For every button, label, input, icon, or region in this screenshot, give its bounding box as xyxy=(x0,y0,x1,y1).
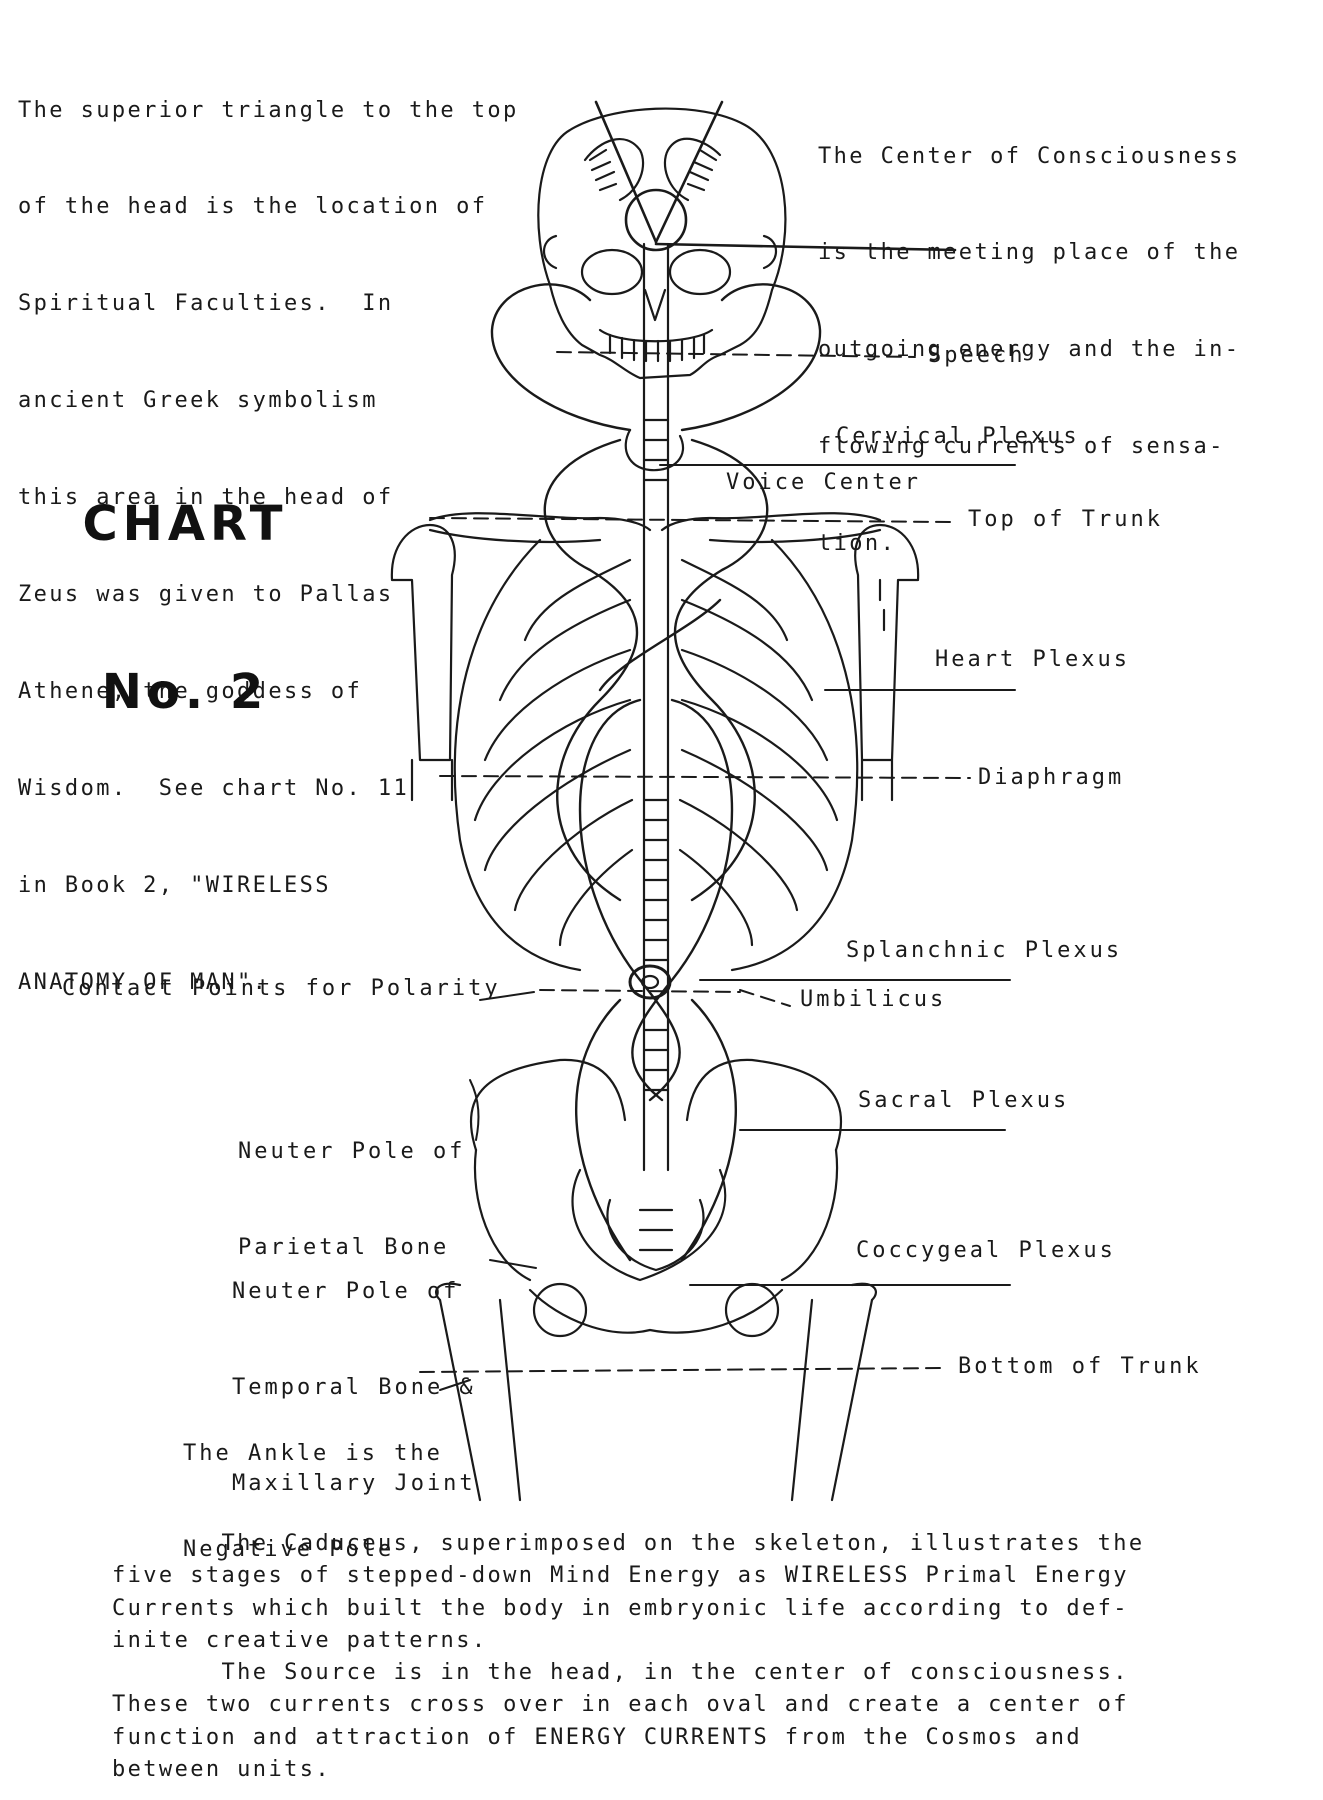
intro-note-line: Zeus was given to Pallas xyxy=(18,582,394,608)
label-diaphragm: Diaphragm xyxy=(978,765,1125,790)
caption-line: five stages of stepped-down Mind Energy … xyxy=(112,1563,1129,1589)
label-ankle-line: Negative Pole xyxy=(183,1537,395,1562)
intro-note-line: The superior triangle to the top xyxy=(18,97,519,123)
caption-line: inite creative patterns. xyxy=(112,1627,488,1653)
intro-note-line: this area in the head of xyxy=(18,485,394,511)
caption-line: between units. xyxy=(112,1757,332,1783)
caption-line: Currents which built the body in embryon… xyxy=(112,1595,1129,1621)
neck-vertebra xyxy=(624,428,685,472)
consciousness-note-line: flowing currents of sensa- xyxy=(818,434,1225,460)
intro-note: The superior triangle to the top of the … xyxy=(18,30,519,1064)
caption-line: function and attraction of ENERGY CURREN… xyxy=(112,1724,1082,1750)
label-coccygeal-plexus: Coccygeal Plexus xyxy=(856,1238,1116,1263)
label-neuter-parietal-line: Parietal Bone xyxy=(238,1235,450,1260)
umbilicus-marker xyxy=(628,964,672,1000)
label-contact-points: Contact Points for Polarity xyxy=(62,976,501,1001)
caption-line: The Caduceus, superimposed on the skelet… xyxy=(112,1531,1145,1556)
intro-note-line: ancient Greek symbolism xyxy=(18,388,378,414)
label-speech: Speech xyxy=(928,343,1026,368)
chart-title-line1: CHART xyxy=(82,496,288,552)
label-bottom-of-trunk: Bottom of Trunk xyxy=(958,1354,1202,1379)
caption: The Caduceus, superimposed on the skelet… xyxy=(112,1528,1252,1786)
label-neuter-temporal-line: Neuter Pole of xyxy=(232,1279,460,1304)
intro-note-line: Spiritual Faculties. In xyxy=(18,291,394,317)
chart-title: CHART No. 2 xyxy=(60,384,310,832)
chart-title-line2: No. 2 xyxy=(101,664,269,720)
label-neuter-temporal: Neuter Pole of Temporal Bone & Maxillary… xyxy=(232,1212,476,1564)
legs xyxy=(435,1282,877,1502)
intro-note-line: ANATOMY OF MAN". xyxy=(18,969,269,995)
consciousness-note: The Center of Consciousness is the meeti… xyxy=(818,76,1240,625)
consciousness-note-line: The Center of Consciousness xyxy=(818,143,1241,169)
intro-note-line: Athene, the goddess of xyxy=(18,678,363,704)
label-sacral-plexus: Sacral Plexus xyxy=(858,1088,1070,1113)
rib-cage xyxy=(453,538,859,972)
label-ankle: The Ankle is the Negative Pole xyxy=(183,1374,443,1630)
umbilicus-center xyxy=(640,974,660,990)
caption-line: The Source is in the head, in the center… xyxy=(112,1660,1129,1686)
superior-triangle xyxy=(594,100,957,252)
skull xyxy=(537,107,787,380)
pelvis xyxy=(469,1058,843,1338)
consciousness-note-line: outgoing energy and the in- xyxy=(818,337,1241,363)
label-cervical-plexus: Cervical Plexus xyxy=(836,424,1080,449)
label-neuter-temporal-line: Maxillary Joint xyxy=(232,1471,476,1496)
consciousness-note-line: is the meeting place of the xyxy=(818,240,1241,266)
clavicles xyxy=(428,512,882,544)
label-neuter-temporal-line: Temporal Bone & xyxy=(232,1375,476,1400)
arms xyxy=(390,523,920,802)
label-top-of-trunk: Top of Trunk xyxy=(968,507,1163,532)
caption-line: These two currents cross over in each ov… xyxy=(112,1692,1129,1718)
label-heart-plexus: Heart Plexus xyxy=(935,647,1130,672)
solid-leaders xyxy=(439,464,1016,1391)
label-ankle-line: The Ankle is the xyxy=(183,1441,443,1466)
label-splanchnic-plexus: Splanchnic Plexus xyxy=(846,938,1123,963)
intro-note-line: Wisdom. See chart No. 11 xyxy=(18,775,410,801)
label-neuter-parietal: Neuter Pole of Parietal Bone xyxy=(238,1072,465,1328)
intro-note-line: of the head is the location of xyxy=(18,194,488,220)
label-neuter-parietal-line: Neuter Pole of xyxy=(238,1139,466,1164)
intro-note-line: in Book 2, "WIRELESS xyxy=(18,872,331,898)
label-voice-center: Voice Center xyxy=(726,470,921,495)
dashed-leaders xyxy=(419,351,971,1373)
caduceus-currents xyxy=(490,283,822,1262)
spinal-column xyxy=(642,242,670,1172)
label-umbilicus: Umbilicus xyxy=(800,987,947,1012)
